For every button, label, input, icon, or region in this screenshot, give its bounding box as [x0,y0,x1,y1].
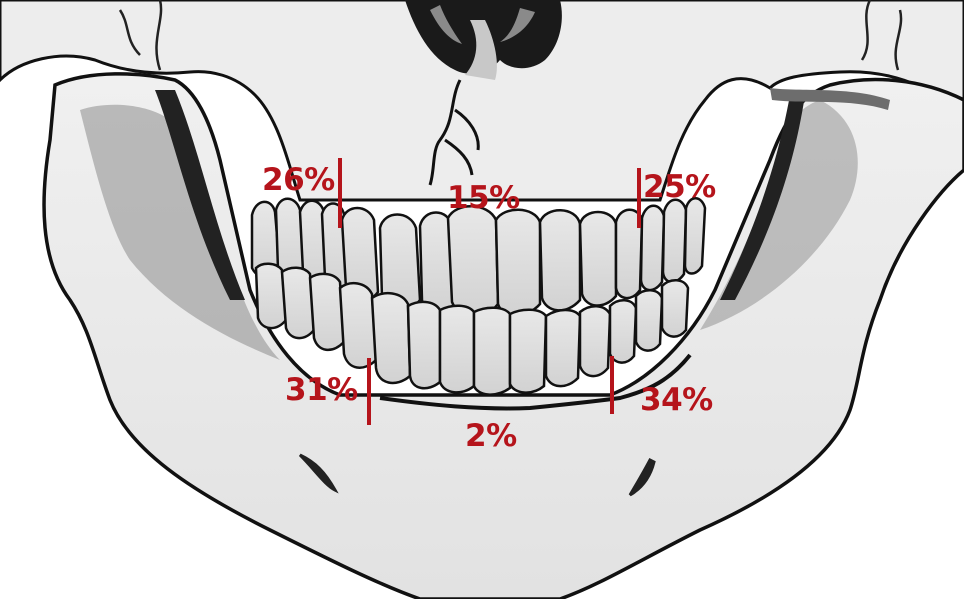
upper-central-right [496,210,540,316]
lower-premolar-right-1 [580,306,610,376]
lower-premolar-right-2 [610,300,636,362]
upper-canine-right [580,212,616,306]
label-lower-center: 2% [465,418,517,454]
lower-premolar-left-1 [340,283,376,368]
lower-incisor-left-2 [408,302,440,388]
label-upper-right: 25% [643,169,716,205]
upper-lateral-right [540,210,580,310]
lower-premolar-left-2 [310,274,344,350]
upper-molar-right-2 [685,198,705,273]
lower-canine-left [372,293,410,383]
upper-molar-right-1 [663,200,686,282]
label-upper-center: 15% [447,180,520,216]
lower-molar-right-1 [636,290,662,350]
lower-canine-right [546,310,580,386]
label-lower-right: 34% [640,382,713,418]
lower-incisor-right-1 [474,308,510,395]
label-upper-left: 26% [262,162,335,198]
lower-incisor-right-2 [510,310,546,393]
label-lower-left: 31% [285,372,358,408]
upper-central-left [448,206,498,316]
lower-incisor-left-1 [440,306,474,393]
upper-premolar-right-2 [641,206,664,290]
lower-molar-right-2 [662,280,688,336]
